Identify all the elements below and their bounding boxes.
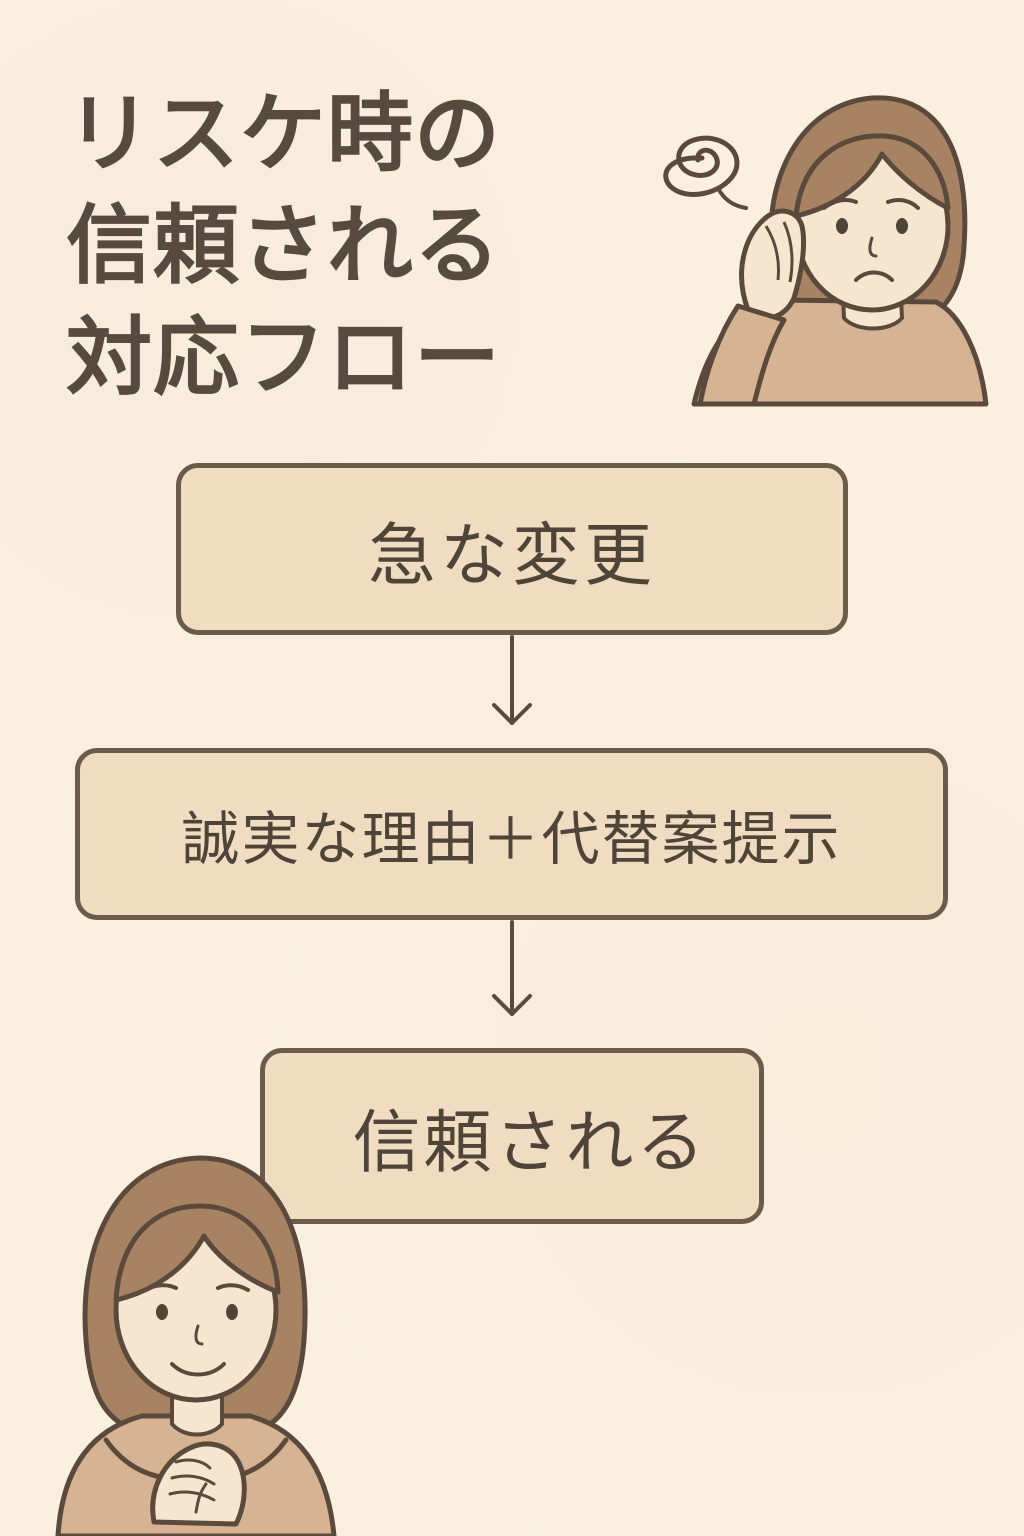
- flow-step-1: 急な変更: [176, 463, 848, 635]
- flow-step-3-label: 信頼される: [352, 1103, 708, 1183]
- title-line-3: 対応フロー: [66, 308, 501, 408]
- arrow-down-icon: [492, 635, 532, 725]
- smiling-woman-icon: [55, 1155, 337, 1536]
- title-line-1: リスケ時の: [66, 84, 501, 184]
- title-line-2: 信頼される: [66, 196, 501, 296]
- flow-step-2: 誠実な理由＋代替案提示: [75, 748, 948, 920]
- arrow-down-icon: [492, 920, 532, 1016]
- flow-step-2-label: 誠実な理由＋代替案提示: [181, 805, 842, 873]
- worried-woman-icon: [663, 95, 989, 407]
- flow-step-1-label: 急な変更: [367, 516, 656, 596]
- page-title: リスケ時の 信頼される 対応フロー: [66, 78, 606, 414]
- flow-step-3: 信頼される: [260, 1048, 764, 1224]
